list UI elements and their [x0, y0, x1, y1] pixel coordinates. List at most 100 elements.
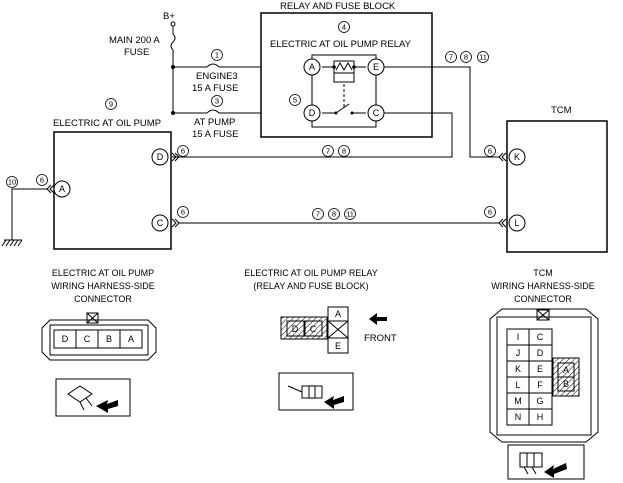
circled-7: 7: [312, 208, 324, 220]
svg-text:7: 7: [449, 53, 453, 62]
svg-text:7: 7: [326, 147, 330, 156]
circled-1: 1: [211, 49, 223, 61]
switch-dot: [350, 111, 354, 115]
tcm-cell: N: [515, 412, 522, 422]
main-fuse-symbol: [170, 33, 176, 51]
pump-conn-title-3: CONNECTOR: [74, 294, 132, 304]
circled-8: 8: [328, 208, 340, 220]
tcm-box: [506, 120, 608, 253]
relay-pin-e: E: [367, 58, 385, 76]
relay-pin-d: D: [303, 104, 321, 122]
tcm-name: TCM: [551, 105, 572, 116]
tcm-cell: A: [563, 365, 569, 375]
tcm-cell: G: [536, 396, 543, 406]
svg-text:6: 6: [181, 208, 185, 217]
connector-chevron: [46, 184, 55, 194]
relay-cell-a: A: [335, 309, 341, 319]
relay-pin-c: C: [367, 104, 385, 122]
atpump-fuse-label: AT PUMP: [194, 117, 235, 128]
circled-4: 4: [338, 21, 350, 33]
engine3-fuse-label-2: 15 A FUSE: [192, 83, 238, 94]
connector-chevron: [171, 218, 180, 228]
svg-text:6: 6: [488, 208, 492, 217]
svg-text:9: 9: [109, 100, 113, 109]
svg-text:A: A: [59, 184, 65, 194]
circled-6: 6: [484, 145, 496, 157]
svg-text:6: 6: [40, 176, 44, 185]
switch-dot: [334, 111, 338, 115]
pump-cell-c: C: [84, 334, 91, 344]
relay-conn-title-2: (RELAY AND FUSE BLOCK): [253, 281, 368, 291]
front-arrow-icon: [369, 313, 387, 325]
b-plus-terminal: [170, 21, 176, 27]
circled-5: 5: [289, 94, 301, 106]
pump-box: [53, 131, 172, 250]
engine3-fuse-label: ENGINE3: [196, 71, 238, 82]
circled-6: 6: [177, 145, 189, 157]
svg-text:6: 6: [181, 147, 185, 156]
tcm-cell: C: [537, 332, 544, 342]
relay-cell-e: E: [335, 341, 341, 351]
svg-text:A: A: [309, 62, 315, 72]
pump-cell-d: D: [62, 334, 69, 344]
svg-text:C: C: [373, 108, 380, 118]
circled-8: 8: [338, 145, 350, 157]
tcm-conn-title-1: TCM: [533, 268, 553, 278]
relay-pin-a: A: [303, 58, 321, 76]
circled-9: 9: [105, 98, 117, 110]
svg-text:6: 6: [488, 147, 492, 156]
atpump-fuse-symbol: [206, 109, 220, 114]
engine3-fuse-symbol: [206, 63, 220, 68]
switch-contact: [335, 103, 350, 114]
tcm-connector-face: I J K L M N C D E F G H A B: [489, 308, 599, 443]
connector-chevron: [498, 218, 507, 228]
circled-7: 7: [322, 145, 334, 157]
pump-pin-a: A: [53, 180, 71, 198]
pump-conn-title-2: WIRING HARNESS-SIDE: [51, 281, 155, 291]
circled-6: 6: [36, 174, 48, 186]
circled-11: 11: [477, 51, 489, 63]
svg-text:5: 5: [293, 96, 297, 105]
circled-10: 10: [6, 176, 18, 188]
pump-cell-b: B: [106, 334, 112, 344]
pump-connector-face: D C B A: [41, 312, 157, 361]
ground-wire: [11, 188, 47, 240]
circled-6: 6: [484, 206, 496, 218]
svg-text:4: 4: [342, 23, 346, 32]
tcm-plug-illustration: [507, 444, 585, 480]
svg-text:3: 3: [215, 97, 219, 106]
relay-cell-c: C: [310, 324, 317, 334]
svg-text:8: 8: [332, 210, 336, 219]
relay-body: [311, 54, 377, 128]
relay-cell-d: D: [292, 324, 299, 334]
main-fuse-label-2: FUSE: [124, 47, 149, 58]
pump-pin-c: C: [151, 214, 169, 232]
connector-chevron: [498, 152, 507, 162]
relay-plug-illustration: [278, 372, 354, 411]
tcm-cell: K: [515, 364, 521, 374]
tcm-conn-title-2: WIRING HARNESS-SIDE: [491, 281, 595, 291]
relay-block-box: [260, 12, 433, 138]
relay-conn-title-1: ELECTRIC AT OIL PUMP RELAY: [244, 268, 378, 278]
front-label: FRONT: [364, 333, 397, 344]
svg-text:11: 11: [479, 53, 487, 62]
svg-text:10: 10: [8, 178, 16, 187]
tcm-cell: J: [516, 348, 521, 358]
svg-text:8: 8: [464, 53, 468, 62]
svg-text:C: C: [157, 218, 164, 228]
b-plus-label: B+: [163, 11, 175, 22]
tcm-cell: L: [515, 380, 520, 390]
tcm-conn-title-3: CONNECTOR: [514, 294, 572, 304]
tcm-cell: D: [537, 348, 544, 358]
coil-zigzag: [335, 61, 353, 72]
svg-text:7: 7: [316, 210, 320, 219]
wire-relay-c-to-pump-d: [172, 112, 453, 158]
tcm-cell: I: [517, 332, 520, 342]
circled-7: 7: [445, 51, 457, 63]
circled-8: 8: [460, 51, 472, 63]
svg-text:8: 8: [342, 147, 346, 156]
tcm-cell: B: [563, 379, 569, 389]
tcm-cell: E: [537, 364, 543, 374]
pump-name: ELECTRIC AT OIL PUMP: [53, 118, 161, 129]
svg-text:D: D: [309, 108, 316, 118]
